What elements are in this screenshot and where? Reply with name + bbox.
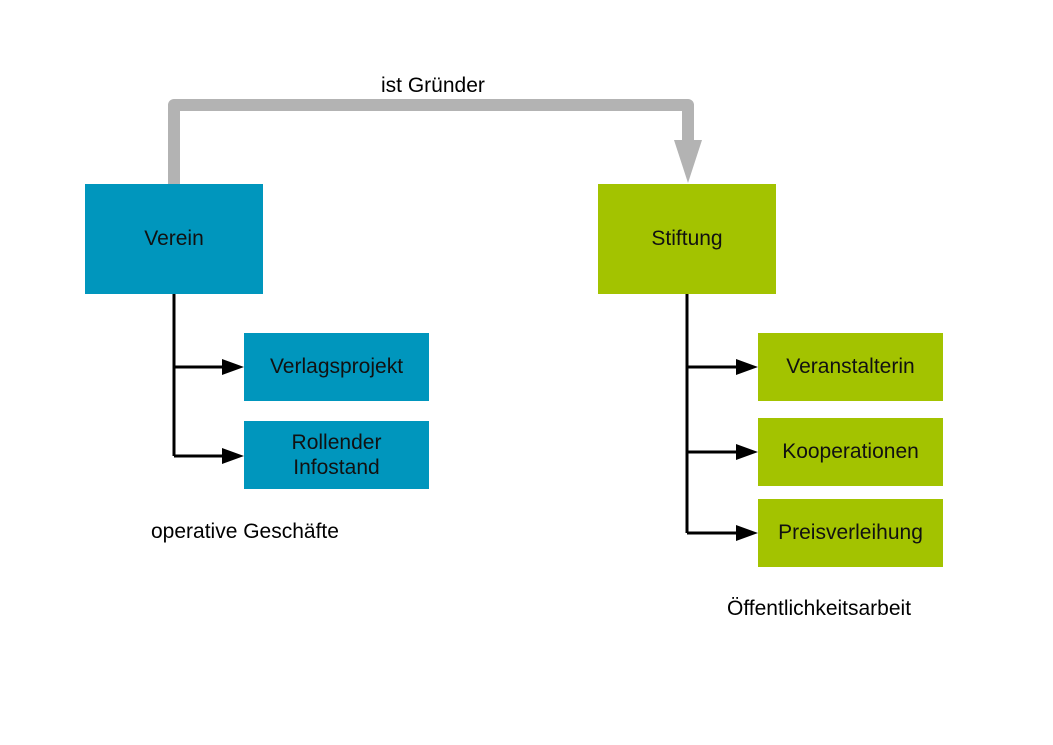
verein-label: Verein — [144, 227, 204, 251]
oeffentlichkeitsarbeit-label: Öffentlichkeitsarbeit — [727, 597, 912, 620]
preisverleihung-box: Preisverleihung — [758, 499, 943, 567]
operative-label: operative Geschäfte — [151, 520, 339, 543]
kooperationen-box: Kooperationen — [758, 418, 943, 486]
stiftung-arrowhead-3 — [736, 525, 758, 541]
veranstalterin-box: Veranstalterin — [758, 333, 943, 401]
rollender-infostand-box: Rollender Infostand — [244, 421, 429, 489]
verein-arrowhead-2 — [222, 448, 244, 464]
founder-arrowhead — [674, 140, 702, 183]
rollender-infostand-label: Rollender Infostand — [291, 430, 382, 479]
verlagsprojekt-box: Verlagsprojekt — [244, 333, 429, 401]
verlagsprojekt-label: Verlagsprojekt — [269, 355, 404, 379]
stiftung-arrowhead-2 — [736, 444, 758, 460]
stiftung-label: Stiftung — [651, 227, 723, 251]
preisverleihung-label: Preisverleihung — [778, 521, 923, 545]
veranstalterin-label: Veranstalterin — [786, 355, 915, 379]
stiftung-arrowhead-1 — [736, 359, 758, 375]
kooperationen-label: Kooperationen — [782, 440, 919, 464]
verein-box: Verein — [85, 184, 263, 294]
stiftung-box: Stiftung — [598, 184, 776, 294]
founder-label: ist Gründer — [381, 74, 485, 97]
founder-connector — [168, 99, 694, 184]
verein-arrowhead-1 — [222, 359, 244, 375]
